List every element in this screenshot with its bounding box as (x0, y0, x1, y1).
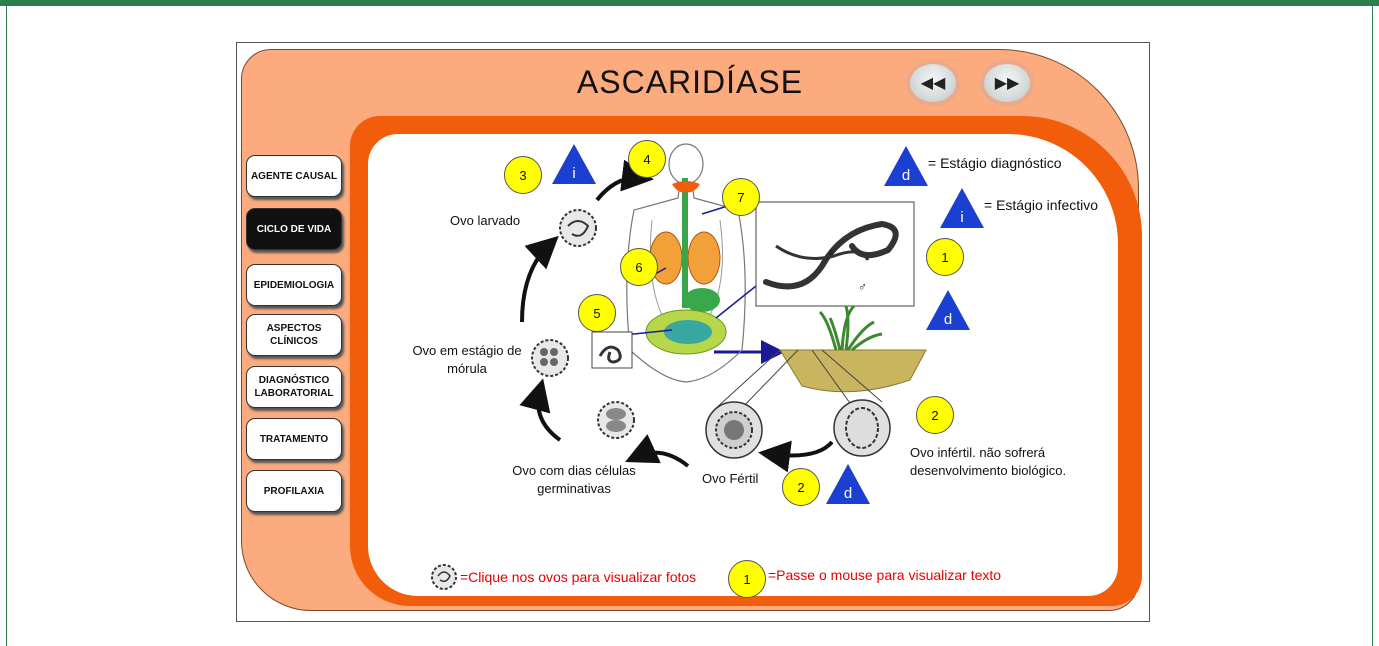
arrow-to-celulas (625, 434, 690, 468)
svg-text:d: d (902, 167, 910, 184)
label-ovo-morula: Ovo em estágio de mórula (412, 343, 522, 376)
rewind-icon: ◀◀ (920, 75, 946, 92)
svg-text:i: i (960, 209, 963, 226)
stage-circle-6[interactable]: 6 (620, 248, 658, 286)
arrow-to-morula (519, 378, 562, 442)
sidebar-item-diagnostico[interactable]: DIAGNÓSTICO LABORATORIAL (246, 366, 342, 408)
sidebar-item-epidemiologia[interactable]: EPIDEMIOLOGIA (246, 264, 342, 306)
svg-text:d: d (844, 485, 852, 502)
slide-frame: ASCARIDÍASE ◀◀ ▶▶ AGENTE CAUSAL CICLO DE… (236, 42, 1150, 622)
legend-infective-label: = Estágio infectivo (984, 197, 1099, 213)
next-button[interactable]: ▶▶ (980, 60, 1034, 106)
egg-fertil[interactable] (705, 401, 763, 459)
infective-legend-triangle: i (940, 188, 984, 228)
sidebar-item-profilaxia[interactable]: PROFILAXIA (246, 470, 342, 512)
stage-circle-2-fertil[interactable]: 2 (782, 468, 820, 506)
stage-circle-7[interactable]: 7 (722, 178, 760, 216)
stage-circle-3[interactable]: 3 (504, 156, 542, 194)
egg-morula[interactable] (531, 339, 569, 377)
label-ovo-celulas: Ovo com dias células germinativas (512, 463, 636, 496)
mouse-hint-text: =Passe o mouse para visualizar texto (768, 567, 1002, 583)
egg-legend-icon (431, 564, 457, 590)
egg-infertil[interactable] (833, 399, 891, 457)
label-ovo-infertil: Ovo infértil. não sofrerá desenvolviment… (910, 445, 1067, 478)
sidebar-item-agente-causal[interactable]: AGENTE CAUSAL (246, 155, 342, 197)
stage-circle-2-infertil[interactable]: 2 (916, 396, 954, 434)
egg-larvado[interactable] (559, 209, 597, 247)
male-symbol: ♂ (858, 280, 867, 294)
right-border (1372, 6, 1373, 646)
organs-illustration (645, 178, 727, 355)
life-cycle-diagram (431, 143, 927, 590)
arrow-to-fertil (758, 440, 834, 473)
soil-plant-illustration (713, 304, 927, 411)
sidebar-item-tratamento[interactable]: TRATAMENTO (246, 418, 342, 460)
svg-text:d: d (944, 311, 952, 328)
sidebar-item-aspectos-clinicos[interactable]: ASPECTOS CLÍNICOS (246, 314, 342, 356)
label-ovo-larvado: Ovo larvado (450, 213, 521, 228)
svg-text:i: i (572, 165, 575, 182)
egg-hint-text: =Clique nos ovos para visualizar fotos (460, 569, 697, 585)
stage-circle-4[interactable]: 4 (628, 140, 666, 178)
arrow-to-larvado (520, 235, 559, 323)
stage-circle-1[interactable]: 1 (926, 238, 964, 276)
legend-circle: 1 (728, 560, 766, 598)
stage-circle-5[interactable]: 5 (578, 294, 616, 332)
female-symbol: ♀ (826, 246, 835, 260)
previous-button[interactable]: ◀◀ (906, 60, 960, 106)
egg-celulas[interactable] (597, 401, 635, 439)
left-border (6, 6, 7, 646)
diagnostic-stage-triangle-egg: d (826, 464, 870, 504)
fast-forward-icon: ▶▶ (994, 75, 1020, 92)
page-title: ASCARIDÍASE (576, 64, 804, 100)
diagnostic-stage-triangle-worm: d (926, 290, 970, 330)
legend-diagnostic-label: = Estágio diagnóstico (928, 155, 1062, 171)
worm-image (755, 201, 915, 307)
label-ovo-fertil: Ovo Fértil (702, 471, 759, 486)
top-bar (0, 0, 1379, 6)
arrow-to-host (595, 159, 654, 202)
sidebar-item-ciclo-de-vida[interactable]: CICLO DE VIDA (246, 208, 342, 250)
infective-stage-triangle: i (552, 144, 596, 184)
outer-panel: ASCARIDÍASE ◀◀ ▶▶ AGENTE CAUSAL CICLO DE… (241, 49, 1142, 611)
diagnostic-legend-triangle: d (884, 146, 928, 186)
